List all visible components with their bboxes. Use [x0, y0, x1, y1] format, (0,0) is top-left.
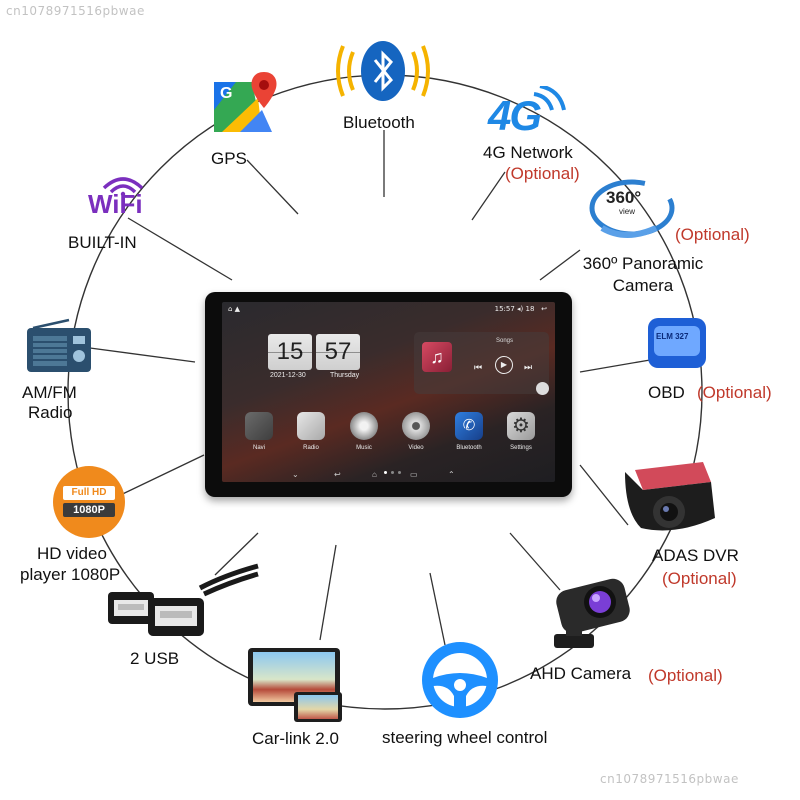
nav-recent-icon[interactable]: ▭ — [410, 470, 418, 479]
app-bluetooth-label: Bluetooth — [456, 445, 482, 451]
hd-label-line2: player 1080P — [20, 565, 121, 584]
next-track-icon[interactable]: ⏭ — [524, 362, 533, 372]
home-status-icon: ⌂ ▲ — [228, 305, 241, 313]
obd-badge-text: ELM 327 — [656, 332, 689, 341]
4g-logo-text: 4G — [488, 92, 542, 139]
adas-optional: (Optional) — [662, 569, 737, 588]
radio-app-icon — [297, 412, 325, 440]
clock-date: 2021-12-30 — [270, 372, 306, 379]
4g-network-label: 4G Network — [483, 143, 573, 162]
nav-up-icon[interactable]: ⌃ — [448, 470, 455, 479]
gps-label: GPS — [211, 149, 247, 168]
app-music-label: Music — [356, 445, 372, 451]
obd-adapter-icon: ELM 327 — [648, 318, 706, 368]
obd-optional: (Optional) — [697, 383, 772, 402]
radio-label-line2: Radio — [28, 403, 73, 422]
bluetooth-icon — [336, 41, 430, 101]
usb-label: 2 USB — [130, 649, 180, 668]
app-bluetooth[interactable]: ✆ Bluetooth — [452, 412, 486, 451]
nav-down-icon[interactable]: ⌄ — [292, 470, 299, 479]
360-label-line2: Camera — [612, 276, 674, 295]
wifi-label: BUILT-IN — [68, 233, 137, 252]
ahd-label: AHD Camera — [530, 664, 632, 683]
page-indicator — [382, 461, 403, 479]
phone-icon: ✆ — [455, 412, 483, 440]
head-unit-device: ⌂ ▲ 15:57 ◂) 18 ↩ 15 57 2021-12-30 Thurs… — [205, 292, 572, 497]
app-navi[interactable]: Navi — [242, 412, 276, 451]
clock-weekday: Thursday — [330, 372, 360, 379]
music-title: Songs — [496, 338, 514, 344]
obd-label: OBD — [648, 383, 685, 402]
watermark-top: cn1078971516pbwae — [6, 4, 145, 18]
360-badge-sub: view — [619, 207, 636, 216]
radio-label-line1: AM/FM — [22, 383, 77, 402]
svg-text:G: G — [220, 85, 232, 102]
status-time: 15:57 — [494, 305, 515, 313]
360-view-icon: 360° view — [586, 176, 678, 246]
4g-network-optional: (Optional) — [505, 164, 580, 183]
mic-hole — [536, 382, 549, 395]
wifi-icon: WiFi — [88, 172, 158, 220]
full-hd-icon: Full HD 1080P — [53, 466, 125, 538]
adas-dvr-icon — [625, 462, 715, 531]
app-radio-label: Radio — [303, 445, 319, 451]
navi-icon — [245, 412, 273, 440]
app-navi-label: Navi — [252, 445, 265, 451]
wifi-logo-text: WiFi — [88, 189, 143, 219]
clock-hour: 15 — [268, 334, 312, 370]
4g-network-icon: 4G — [488, 86, 568, 146]
app-music[interactable]: Music — [347, 412, 381, 451]
volume-icon: ◂) — [517, 305, 524, 313]
full-hd-badge-line2: 1080P — [63, 503, 115, 517]
watermark-bottom: cn1078971516pbwae — [600, 772, 739, 786]
steering-wheel-icon — [422, 642, 498, 718]
gear-icon: ⚙ — [507, 412, 535, 440]
usb-cable-icon — [108, 563, 259, 636]
bluetooth-label: Bluetooth — [343, 113, 415, 132]
back-arrow-icon[interactable]: ↩ — [536, 305, 547, 313]
status-right: 15:57 ◂) 18 ↩ — [495, 305, 547, 313]
status-battery: 18 — [525, 305, 535, 313]
music-widget[interactable]: ♫ Songs ⏮ ▶ ⏭ — [414, 332, 549, 394]
video-app-icon — [402, 412, 430, 440]
nav-back-icon[interactable]: ↩ — [334, 470, 341, 479]
full-hd-badge-line1: Full HD — [63, 486, 115, 500]
adas-label: ADAS DVR — [652, 546, 739, 565]
previous-track-icon[interactable]: ⏮ — [474, 362, 483, 372]
app-radio[interactable]: Radio — [294, 412, 328, 451]
360-badge-text: 360° — [606, 188, 642, 207]
music-app-icon — [350, 412, 378, 440]
gps-map-icon: G — [214, 72, 277, 132]
head-unit-screen: ⌂ ▲ 15:57 ◂) 18 ↩ 15 57 2021-12-30 Thurs… — [222, 302, 555, 482]
app-video[interactable]: Video — [399, 412, 433, 451]
car-link-icon — [248, 648, 344, 722]
app-video-label: Video — [408, 445, 424, 451]
car-link-label: Car-link 2.0 — [252, 729, 339, 748]
ahd-optional: (Optional) — [648, 666, 723, 685]
play-button[interactable]: ▶ — [495, 356, 513, 374]
clock-hour-value: 15 — [276, 338, 304, 365]
steering-label: steering wheel control — [382, 728, 548, 747]
android-nav-bar: ⌄ ↩ ⌂ ▭ ⌃ — [222, 468, 555, 482]
music-note-icon: ♫ — [422, 342, 452, 372]
clock-minute: 57 — [316, 334, 360, 370]
radio-icon — [27, 318, 91, 372]
status-bar: ⌂ ▲ 15:57 ◂) 18 ↩ — [222, 302, 555, 318]
360-label-line1: 360º Panoramic — [582, 254, 704, 273]
clock-minute-value: 57 — [324, 338, 352, 365]
360-optional: (Optional) — [675, 225, 750, 244]
app-settings-label: Settings — [510, 445, 532, 451]
ahd-camera-icon — [554, 578, 630, 648]
hd-label-line1: HD video — [37, 544, 107, 563]
app-settings[interactable]: ⚙ Settings — [504, 412, 538, 451]
nav-home-icon[interactable]: ⌂ — [372, 470, 377, 479]
